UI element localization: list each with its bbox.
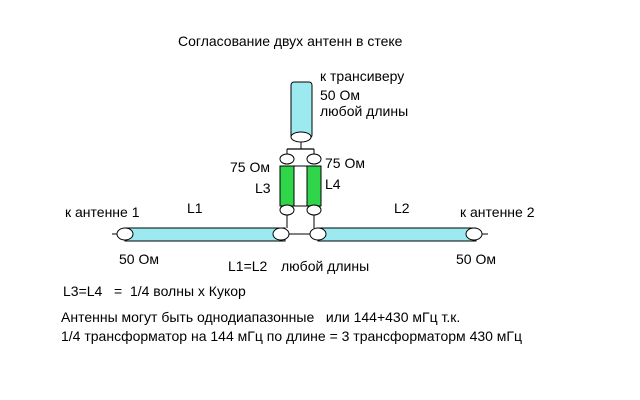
antenna-2-connector [465,227,483,241]
l3-cable-75-ohm [279,165,295,207]
l1-eq-l2-label: L1=L2 [228,258,268,274]
l3-top-connector [279,153,295,165]
l4-impedance-label: 75 Ом [325,155,365,171]
note-line-1: Антенны могут быть однодиапазонные или 1… [61,309,460,325]
diagram-title: Согласование двух антенн в стеке [178,33,403,49]
feed-cable-end-connector [290,131,312,143]
l4-cable-75-ohm [306,165,322,207]
to-antenna-1-label: к антенне 1 [65,204,140,220]
l4-label: L4 [325,176,341,192]
note-line-2: 1/4 трансформатор на 144 мГц по длине = … [61,328,522,344]
l4-bottom-connector [306,204,322,216]
l3-eq-l4-formula: L3=L4 = 1/4 волны х Кукор [63,283,246,299]
l1-junction-connector [272,227,290,241]
feed-cable-50-ohm [290,81,313,139]
feed-impedance-label: 50 Ом [320,87,360,103]
l4-top-connector [306,153,322,165]
l1-l2-any-length-label: любой длины [281,258,369,274]
to-transceiver-label: к трансиверу [320,68,404,84]
l2-junction-connector [309,227,327,241]
l3-bottom-connector [279,204,295,216]
l3-impedance-label: 75 Ом [230,159,270,175]
l3-label: L3 [255,180,271,196]
l2-cable-50-ohm [317,227,477,242]
right-impedance-label: 50 Ом [456,251,496,267]
l2-label: L2 [394,200,410,216]
antenna-1-connector [116,227,134,241]
l1-label: L1 [187,200,203,216]
left-impedance-label: 50 Ом [119,251,159,267]
feed-any-length-label: любой длины [320,103,408,119]
l1-cable-50-ohm [124,227,286,242]
to-antenna-2-label: к антенне 2 [460,204,535,220]
